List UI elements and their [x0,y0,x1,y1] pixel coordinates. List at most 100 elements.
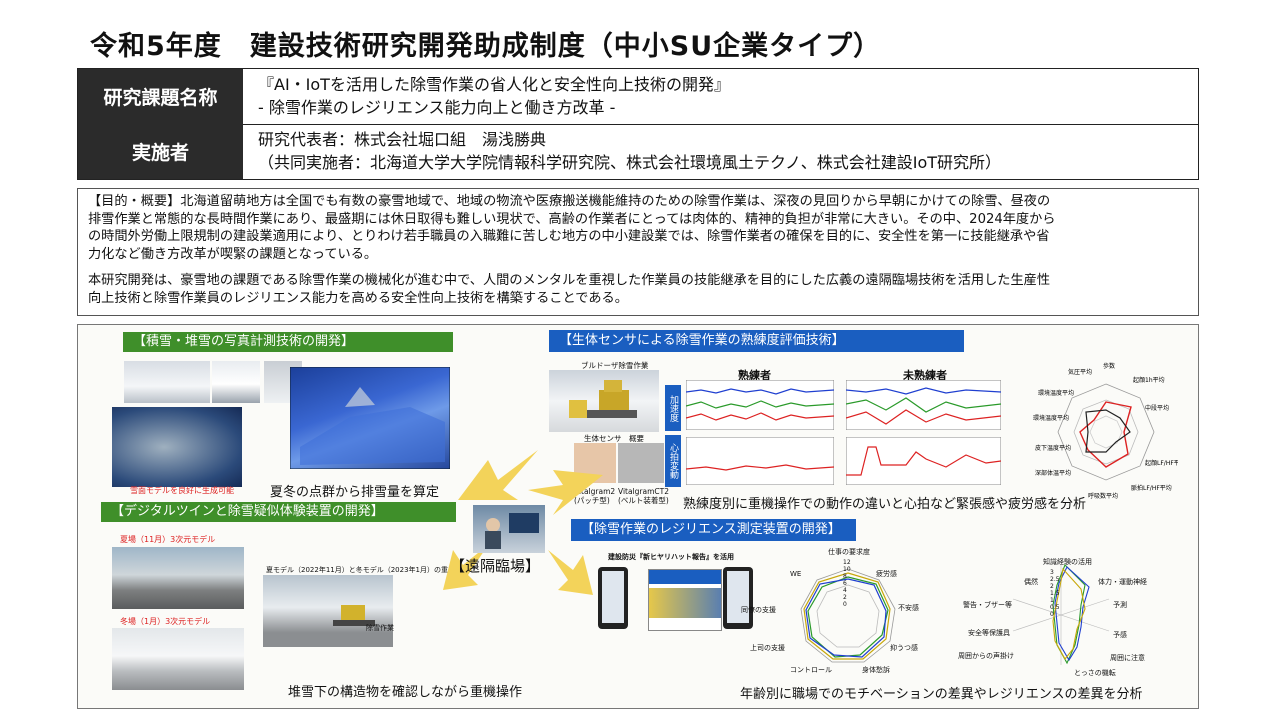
summary-line: 向上技術と除雪作業員のレジリエンス能力を高める安全性向上技術を構築することである… [88,290,628,306]
radar2-label: とっさの機転 [1074,669,1116,677]
radar2-label: 周囲からの声掛け [958,652,1014,660]
radar1-tick: 8 [843,573,847,580]
radar2-tick: 2 [1050,583,1054,590]
section-title-digital-twin: 【デジタルツインと除雪疑似体験装置の開発】 [101,502,456,522]
poster-image [648,569,722,631]
arrow-decoration [528,470,603,515]
app-title-label: 建設防災『新ヒヤリハット報告』を活用 [608,553,734,561]
radar-label: 深部体温平均 [1035,469,1071,477]
motivation-radar-chart [800,568,896,663]
snowplow-icon [333,605,375,626]
snow-photo [212,361,260,403]
radar1-tick: 10 [843,566,851,573]
radar-label: 起顔1h平均 [1133,376,1165,384]
header-table: 研究課題名称 『AI・IoTを活用した除雪作業の省人化と安全性向上技術の開発』 … [77,68,1199,180]
arrow-decoration [443,545,488,590]
phone-image [723,567,753,629]
bulldozer-label: ブルドーザ除雪作業 [581,361,649,370]
radar1-tick: 2 [843,594,847,601]
summer-model-label: 夏場（11月）3次元モデル [120,535,216,544]
novice-heart-chart [846,437,1001,485]
overlay-image [263,575,393,647]
summary-line: 力化など働き方改革が喫緊の課題となっている。 [88,246,378,262]
remote-operator-photo [473,505,545,553]
point-cloud-svg [290,367,450,469]
summary-line: の時間外労働上限規制の建設業適用により、とりわけ若手職員の入職難に苦しむ地方の中… [88,229,1050,244]
summary-line: 【目的・概要】北海道留萌地方は全国でも有数の豪雪地域で、地域の物流や医療搬送機能… [88,194,1051,209]
radar1-tick: 0 [843,601,847,608]
radar1-label: 上司の支援 [750,644,785,652]
radar1-tick: 6 [843,580,847,587]
remote-presence-label: 【遠隔臨場】 [450,557,541,575]
header-row-implementer: 実施者 研究代表者：株式会社堀口組 湯浅勝典 （共同実施者：北海道大学大学院情報… [78,124,1198,179]
bulldozer-icon [569,380,637,418]
vitalgramct2-label: VitalgramCT2 (ベルト装着型) [618,487,670,505]
radar1-tick: 4 [843,587,847,594]
snow-model-label: 雪面モデルを良好に生成可能 [130,486,234,495]
novice-label: 未熟練者 [903,369,947,382]
bulldozer-photo [549,370,659,432]
radar-label: 環境温度平均 [1033,414,1069,422]
radar1-tick: 12 [843,559,851,566]
radar2-label: 体力・運動神経 [1098,578,1147,586]
radar2-label: 偶然 [1024,578,1038,586]
winter-model-label: 冬場（1月）3次元モデル [120,617,211,626]
expert-label: 熟練者 [738,369,771,382]
vitalgram2-label: Vitalgram2 (パッチ型) [574,487,616,505]
implementer-line2: （共同実施者：北海道大学大学院情報科学研究院、株式会社環境風土テクノ、株式会社建… [258,153,1002,172]
caption-skill-analysis: 熟練度別に重機操作での動作の違いと心拍など緊張感や疲労感を分析 [683,497,1087,512]
radar2-tick: 1.5 [1050,590,1060,597]
radar-label: 歩数 [1103,362,1115,370]
monitor-icon [485,513,539,549]
summer-model-image [112,547,244,609]
summary-box: 【目的・概要】北海道留萌地方は全国でも有数の豪雪地域で、地域の物流や医療搬送機能… [77,188,1199,316]
summary-paragraph-2: 本研究開発は、豪雪地の課題である除雪作業の機械化が進む中で、人間のメンタルを重視… [88,272,1188,307]
radar2-ticks: 3 2.5 2 1.5 1 0.5 0 [1050,569,1060,618]
snow-photo [124,361,210,403]
radar-label: 気圧平均 [1068,368,1092,376]
radar1-label: WE [790,570,802,578]
implementer-line1: 研究代表者：株式会社堀口組 湯浅勝典 [258,130,547,149]
radar-label: 呼吸数平均 [1088,492,1118,500]
radar2-tick: 0.5 [1050,604,1060,611]
resilience-radar-chart [1012,564,1110,665]
implementer-text: 研究代表者：株式会社堀口組 湯浅勝典 （共同実施者：北海道大学大学院情報科学研究… [258,128,1001,174]
radar1-label: 仕事の要求度 [828,548,870,556]
page-title: 令和5年度 建設技術研究開発助成制度（中小SU企業タイプ） [90,31,882,62]
section-title-photo-measurement: 【積雪・堆雪の写真計測技術の開発】 [123,332,453,352]
summary-line: 本研究開発は、豪雪地の課題である除雪作業の機械化が進む中で、人間のメンタルを重視… [88,273,1051,288]
section-title-resilience: 【除雪作業のレジリエンス測定装置の開発】 [571,519,856,541]
winter-model-image [112,628,244,690]
expert-heart-chart [686,437,834,485]
radar-label: 脈拍LF/HF平均 [1131,484,1172,492]
belt-sensor-photo [618,443,664,483]
radar2-label: 安全等保護具 [968,629,1010,637]
caption-snow-volume: 夏冬の点群から排雪量を算定 [270,485,440,500]
radar1-label: コントロール [790,666,832,674]
implementer-label: 実施者 [78,124,243,179]
radar2-label: 予測 [1113,601,1127,609]
phone-image [598,567,628,629]
summary-line: 排雪作業と常態的な長時間作業にあり、最盛期には休日取得も難しい現状で、高齢の作業… [88,211,1056,227]
header-row-project: 研究課題名称 『AI・IoTを活用した除雪作業の省人化と安全性向上技術の開発』 … [78,69,1198,125]
sensor-overview-label: 生体センサ 概要 [584,434,644,443]
radar2-label: 知識経験の活用 [1043,558,1092,566]
research-figure: 【積雪・堆雪の写真計測技術の開発】 雪面モデルを良好に生成可能 夏冬の点群から排… [77,324,1199,709]
radar2-tick: 2.5 [1050,576,1060,583]
radar1-label: 疲労感 [876,570,897,578]
project-name-text: 『AI・IoTを活用した除雪作業の省人化と安全性向上技術の開発』 - 除雪作業の… [258,73,730,119]
project-name-line2: - 除雪作業のレジリエンス能力向上と働き方改革 - [258,98,616,117]
arrow-decoration [458,450,538,500]
expert-accel-chart [686,380,834,430]
biosensor-radar-chart: 歩数 起顔1h平均 中段平均 起顔LF/HF平均 脈拍LF/HF平均 呼吸数平均… [1033,362,1178,500]
radar2-label: 周囲に注意 [1110,654,1145,662]
radar1-label: 身体愁訴 [862,666,890,674]
radar-label: 環境温度平均 [1038,389,1074,397]
novice-accel-chart [846,380,1001,430]
project-name-line1: 『AI・IoTを活用した除雪作業の省人化と安全性向上技術の開発』 [258,75,730,94]
summary-paragraph-1: 【目的・概要】北海道留萌地方は全国でも有数の豪雪地域で、地域の物流や医療搬送機能… [88,193,1188,263]
caption-operation: 堆雪下の構造物を確認しながら重機操作 [288,685,523,700]
caption-motivation: 年齢別に職場でのモチベーションの差異やレジリエンスの差異を分析 [740,687,1143,702]
radar-label: 皮下温度平均 [1035,444,1071,452]
point-cloud-3d-image [290,367,450,469]
